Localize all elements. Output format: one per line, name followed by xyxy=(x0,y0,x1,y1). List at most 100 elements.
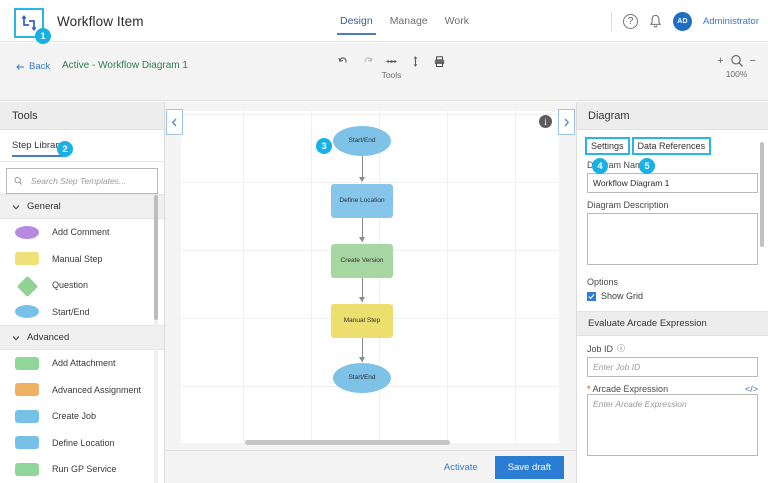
magnifier-icon[interactable] xyxy=(730,54,744,68)
connector-2[interactable] xyxy=(361,218,363,242)
zoom-controls: + − 100% xyxy=(717,54,756,79)
header-actions: ? AD Administrator xyxy=(611,12,759,31)
node-label: Manual Step xyxy=(343,317,381,325)
help-icon[interactable]: ? xyxy=(623,14,639,29)
collapse-left-panel-button[interactable] xyxy=(166,109,183,135)
search-icon xyxy=(14,177,23,185)
bell-icon[interactable] xyxy=(649,14,662,29)
tab-design[interactable]: Design xyxy=(337,15,376,35)
connector-3[interactable] xyxy=(361,278,363,302)
group-header-advanced[interactable]: Advanced xyxy=(0,325,164,350)
show-grid-checkbox[interactable] xyxy=(587,291,596,301)
search-input[interactable] xyxy=(28,175,150,187)
step-label: Run GP Service xyxy=(52,464,117,475)
arrowhead-1 xyxy=(358,177,365,182)
sidebar-title: Tools xyxy=(0,102,164,130)
sidebar-scrollbar-thumb[interactable] xyxy=(154,195,158,320)
back-label: Back xyxy=(29,61,51,72)
main-navigation: Design Manage Work xyxy=(337,15,469,35)
save-draft-button[interactable]: Save draft xyxy=(494,455,564,479)
flow-node-manual-step[interactable]: Manual Step xyxy=(331,304,393,338)
print-icon[interactable] xyxy=(433,55,446,68)
step-item-manual-step[interactable]: Manual Step xyxy=(0,246,164,273)
avatar[interactable]: AD xyxy=(673,12,693,31)
show-grid-label: Show Grid xyxy=(601,291,644,301)
step-item-start-end[interactable]: Start/End xyxy=(0,299,164,326)
collapse-right-panel-button[interactable] xyxy=(558,109,575,135)
diagram-toolbar: Back Active - Workflow Diagram 1 xyxy=(0,43,768,101)
flow-node-start[interactable]: Start/End xyxy=(333,126,391,156)
swatch-ellipse-icon xyxy=(15,305,39,319)
swatch-rect-icon xyxy=(15,252,39,266)
step-item-question[interactable]: Question xyxy=(0,272,164,299)
user-name-label[interactable]: Administrator xyxy=(703,16,759,27)
zoom-level-label: 100% xyxy=(725,69,748,79)
redo-icon[interactable] xyxy=(361,55,374,68)
workflow-logo-button[interactable] xyxy=(14,8,44,38)
tab-settings[interactable]: Settings xyxy=(585,137,630,155)
step-item-create-job[interactable]: Create Job xyxy=(0,403,164,430)
info-circle-icon[interactable]: i xyxy=(539,115,552,128)
job-id-label: Job ID xyxy=(587,343,614,354)
diagram-name-input[interactable] xyxy=(587,173,758,193)
swatch-rect-icon xyxy=(15,436,39,450)
connector-1[interactable] xyxy=(361,156,363,179)
annotation-badge-2: 2 xyxy=(57,141,73,157)
right-panel-scrollbar-thumb[interactable] xyxy=(760,142,764,247)
step-item-advanced-assignment[interactable]: Advanced Assignment xyxy=(0,377,164,404)
show-grid-option-row[interactable]: Show Grid xyxy=(587,291,758,301)
diagram-description-textarea[interactable] xyxy=(587,213,758,265)
search-wrapper xyxy=(0,162,164,194)
swatch-wrap xyxy=(15,275,39,297)
arrow-left-icon xyxy=(16,63,24,70)
step-label: Start/End xyxy=(52,306,90,317)
job-id-input[interactable] xyxy=(587,357,758,377)
step-label: Add Attachment xyxy=(52,358,116,369)
node-label: Start/End xyxy=(348,137,376,145)
step-label: Create Job xyxy=(52,411,97,422)
step-item-add-attachment[interactable]: Add Attachment xyxy=(0,350,164,377)
chevron-right-icon xyxy=(564,118,570,126)
diagram-status-label[interactable]: Active - Workflow Diagram 1 xyxy=(62,60,188,71)
node-label: Define Location xyxy=(339,197,385,205)
step-item-add-comment[interactable]: Add Comment xyxy=(0,219,164,246)
page-title: Workflow Item xyxy=(57,14,144,29)
undo-icon[interactable] xyxy=(337,55,350,68)
swatch-rect-icon xyxy=(15,356,39,370)
zoom-out-button[interactable]: − xyxy=(749,54,756,67)
step-label: Add Comment xyxy=(52,227,110,238)
flow-canvas[interactable]: Start/End Define Location Create Version… xyxy=(181,111,559,443)
group-header-general[interactable]: General xyxy=(0,194,164,219)
step-item-run-gp-service[interactable]: Run GP Service xyxy=(0,456,164,483)
arrowhead-2 xyxy=(358,237,365,242)
zoom-row: + − xyxy=(717,54,756,68)
tab-data-references[interactable]: Data References xyxy=(631,137,712,155)
align-vertical-icon[interactable] xyxy=(409,55,422,68)
chevron-down-icon xyxy=(12,335,20,341)
tab-step-library[interactable]: Step Library xyxy=(12,140,64,157)
align-horizontal-icon[interactable] xyxy=(385,55,398,68)
search-box[interactable] xyxy=(6,168,158,194)
back-button[interactable]: Back xyxy=(16,61,50,72)
swatch-ellipse-icon xyxy=(15,225,39,239)
arcade-expression-textarea[interactable] xyxy=(587,394,758,456)
code-brackets-icon[interactable]: </> xyxy=(744,384,758,394)
swatch-rect-icon xyxy=(15,383,39,397)
connector-4[interactable] xyxy=(361,338,363,362)
arcade-section-title: Evaluate Arcade Expression xyxy=(577,311,768,336)
sidebar-scrollbar-track xyxy=(154,195,158,483)
flow-node-create-version[interactable]: Create Version xyxy=(331,244,393,278)
group-label-advanced: Advanced xyxy=(27,332,70,343)
flow-node-end[interactable]: Start/End xyxy=(333,363,391,393)
top-header-bar: Workflow Item Design Manage Work ? AD Ad… xyxy=(0,4,768,42)
canvas-hscrollbar-thumb[interactable] xyxy=(245,440,450,445)
activate-button[interactable]: Activate xyxy=(443,461,478,473)
step-item-define-location[interactable]: Define Location xyxy=(0,430,164,457)
step-label: Define Location xyxy=(52,437,115,448)
job-id-info-icon[interactable]: ⓘ xyxy=(617,344,626,353)
zoom-in-button[interactable]: + xyxy=(717,54,724,67)
flow-node-define-location[interactable]: Define Location xyxy=(331,184,393,218)
tab-work[interactable]: Work xyxy=(444,15,469,27)
tab-manage[interactable]: Manage xyxy=(389,15,428,27)
